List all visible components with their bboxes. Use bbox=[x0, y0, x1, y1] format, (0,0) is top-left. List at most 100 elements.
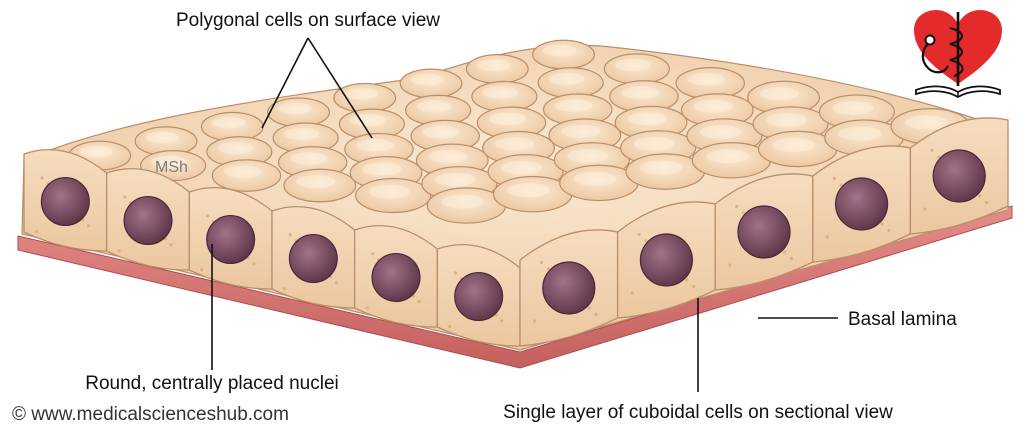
surface-cell-highlight bbox=[501, 160, 543, 175]
surface-cell bbox=[283, 168, 357, 203]
nucleus bbox=[206, 214, 256, 265]
label-sectional: Single layer of cuboidal cells on sectio… bbox=[503, 402, 893, 423]
leader-surface-right bbox=[307, 37, 373, 139]
surface-cells-group bbox=[68, 39, 970, 224]
nucleus bbox=[834, 177, 889, 231]
cytoplasm-granule bbox=[728, 263, 732, 267]
surface-cell-highlight bbox=[633, 136, 675, 151]
cytoplasm-granule bbox=[86, 224, 91, 228]
surface-cell-highlight bbox=[542, 44, 577, 57]
nucleus bbox=[737, 205, 791, 259]
cytoplasm-granule bbox=[288, 233, 292, 237]
nucleus bbox=[371, 252, 421, 303]
nucleus bbox=[454, 271, 504, 322]
surface-cell-highlight bbox=[296, 175, 336, 189]
cytoplasm-granule bbox=[782, 250, 787, 254]
cytoplasm-granule bbox=[825, 235, 830, 239]
cytoplasm-granule bbox=[984, 200, 989, 205]
cytoplasm-granule bbox=[365, 306, 369, 310]
cytoplasm-granule bbox=[546, 267, 550, 271]
surface-cell-highlight bbox=[573, 171, 617, 186]
cytoplasm-granule bbox=[594, 312, 598, 317]
cytoplasm-granule bbox=[371, 252, 375, 256]
surface-cell-highlight bbox=[621, 86, 659, 99]
cytoplasm-granule bbox=[40, 176, 44, 180]
cytoplasm-granule bbox=[887, 228, 891, 233]
surface-cell-highlight bbox=[343, 88, 378, 100]
surface-cell-highlight bbox=[494, 137, 535, 151]
front-right-cells-group bbox=[519, 117, 1009, 347]
surface-cell-highlight bbox=[350, 114, 386, 127]
cytoplasm-granule bbox=[200, 268, 204, 272]
cytoplasm-granule bbox=[539, 260, 544, 265]
surface-cell-highlight bbox=[759, 87, 800, 101]
cytoplasm-granule bbox=[937, 155, 941, 159]
surface-cell-highlight bbox=[440, 194, 485, 209]
surface-cell bbox=[355, 177, 432, 214]
nucleus bbox=[40, 176, 90, 227]
cytoplasm-granule bbox=[930, 148, 934, 153]
surface-cell-highlight bbox=[838, 126, 882, 141]
label-basal: Basal lamina bbox=[848, 309, 957, 330]
surface-cell-highlight bbox=[904, 115, 948, 130]
surface-cell-highlight bbox=[356, 138, 394, 152]
surface-cell-highlight bbox=[548, 72, 585, 85]
cytoplasm-granule bbox=[500, 319, 504, 323]
basal-lamina-shape bbox=[17, 205, 1013, 369]
surface-cell-highlight bbox=[145, 131, 180, 143]
cytoplasm-granule bbox=[34, 230, 39, 234]
nucleus bbox=[123, 195, 173, 246]
cytoplasm-granule bbox=[978, 194, 982, 198]
surface-cell-highlight bbox=[289, 152, 328, 165]
cytoplasm-granule bbox=[644, 239, 648, 243]
surface-cell-highlight bbox=[476, 59, 511, 71]
cytoplasm-granule bbox=[169, 243, 173, 247]
cytoplasm-granule bbox=[685, 278, 689, 282]
surface-cell-highlight bbox=[561, 124, 601, 138]
surface-cell-highlight bbox=[151, 155, 187, 168]
cytoplasm-granule bbox=[741, 211, 746, 215]
cytoplasm-granule bbox=[637, 232, 641, 237]
surface-cell-highlight bbox=[368, 184, 410, 199]
surface-cell-highlight bbox=[766, 113, 808, 127]
cytoplasm-granule bbox=[789, 256, 793, 261]
leader-surface-left bbox=[261, 37, 309, 129]
nucleus bbox=[932, 149, 986, 203]
cytoplasm-granule bbox=[587, 306, 591, 310]
cytoplasm-granule bbox=[533, 319, 537, 323]
surface-cell-highlight bbox=[687, 72, 725, 86]
surface-cell-highlight bbox=[223, 165, 262, 178]
surface-cell-highlight bbox=[832, 101, 874, 115]
surface-cell-highlight bbox=[416, 100, 452, 113]
surface-cell-highlight bbox=[434, 172, 476, 187]
nucleus bbox=[288, 233, 338, 284]
cytoplasm-granule bbox=[448, 325, 452, 329]
cytoplasm-granule bbox=[282, 287, 286, 291]
surface-cell-highlight bbox=[488, 112, 527, 126]
surface-cell-highlight bbox=[507, 183, 551, 198]
cytoplasm-granule bbox=[923, 207, 927, 211]
surface-cell-highlight bbox=[422, 125, 461, 139]
footer-copyright: © www.medicalscienceshub.com bbox=[12, 404, 289, 425]
cytoplasm-granule bbox=[735, 204, 739, 209]
label-surface: Polygonal cells on surface view bbox=[176, 10, 440, 31]
surface-cell-highlight bbox=[772, 137, 816, 153]
front-left-cells-group bbox=[23, 148, 521, 347]
cytoplasm-granule bbox=[692, 284, 696, 289]
cytoplasm-granule bbox=[117, 249, 121, 253]
surface-cell-highlight bbox=[615, 58, 651, 71]
cytoplasm-granule bbox=[123, 195, 127, 199]
surface-cell-highlight bbox=[567, 148, 609, 163]
cytoplasm-granule bbox=[334, 281, 339, 285]
cytoplasm-granule bbox=[630, 291, 634, 295]
cytoplasm-granule bbox=[880, 222, 884, 226]
cytoplasm-granule bbox=[417, 300, 421, 304]
nucleus bbox=[639, 233, 694, 287]
nucleus bbox=[542, 261, 596, 315]
surface-cell-highlight bbox=[639, 160, 683, 175]
surface-cell-highlight bbox=[217, 141, 254, 154]
cytoplasm-granule bbox=[252, 262, 256, 266]
label-nuclei: Round, centrally placed nuclei bbox=[85, 373, 339, 394]
surface-cell-highlight bbox=[627, 112, 667, 126]
